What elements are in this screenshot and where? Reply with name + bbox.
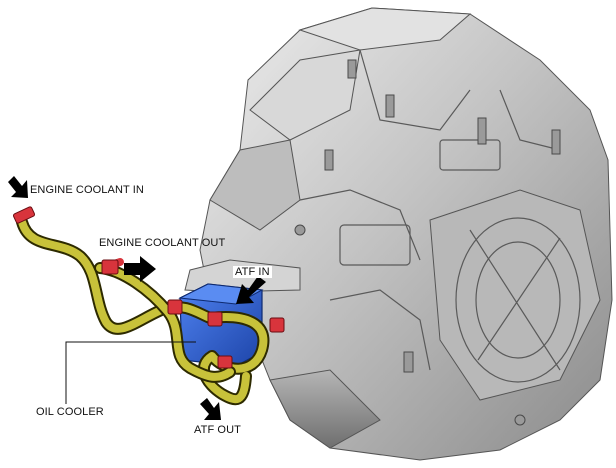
hose-clamps xyxy=(12,206,285,369)
housing-details xyxy=(299,49,581,383)
oil-cooler-label: OIL COOLER xyxy=(36,406,104,418)
atf-out-label: ATF OUT xyxy=(194,424,241,436)
transmission-housing xyxy=(184,7,613,461)
coolant-in-arrow-icon xyxy=(8,176,28,198)
atf-in-label: ATF IN xyxy=(233,266,272,278)
atf-out-arrow-icon xyxy=(200,398,221,420)
housing-bolts xyxy=(294,59,561,426)
coolant-out-arrow-icon xyxy=(124,256,156,282)
oil-cooler-leader-line xyxy=(65,341,196,404)
atf-in-arrow-icon xyxy=(236,276,266,304)
engine-coolant-in-label: ENGINE COOLANT IN xyxy=(30,184,144,196)
engine-coolant-out-label: ENGINE COOLANT OUT xyxy=(99,237,226,249)
